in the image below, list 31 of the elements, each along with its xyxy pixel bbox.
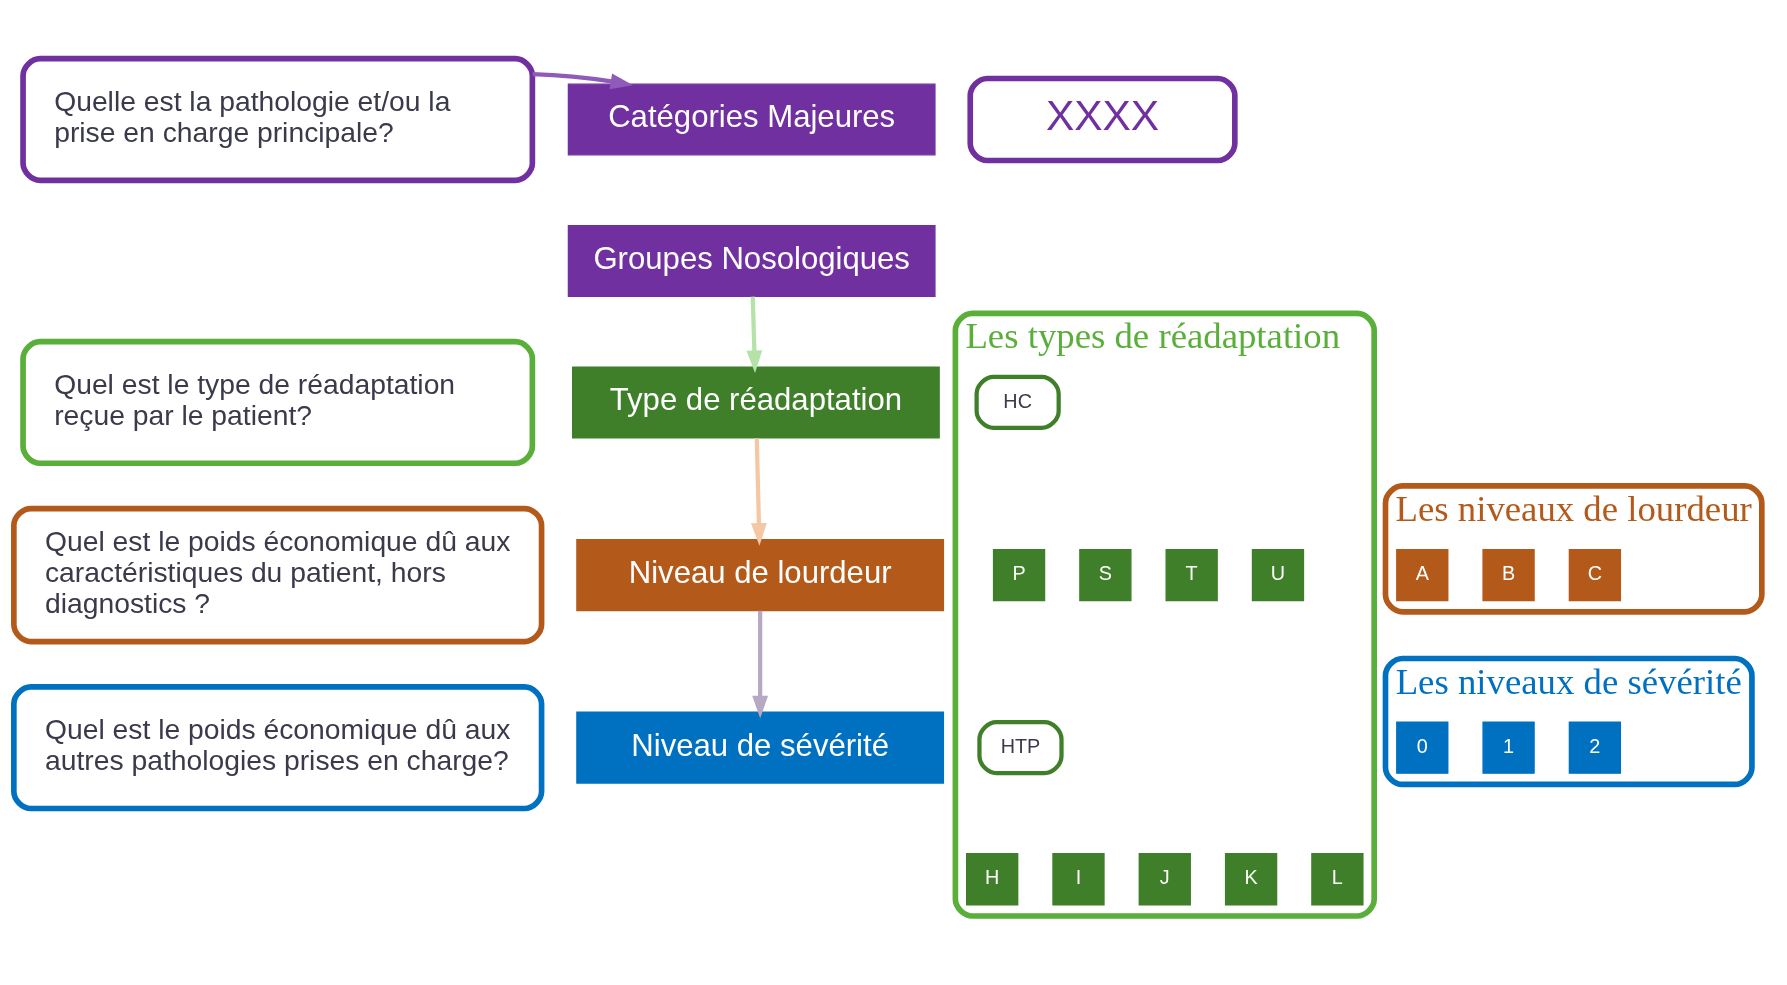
node-box: 1 — [1482, 721, 1535, 774]
node-box: Quel est le poids économique dû aux caractéristiques du patient, hors diagnostics ? — [11, 505, 545, 644]
arrow — [532, 71, 634, 89]
node-box: Quel est le type de réadaptation reçue par le patient? — [20, 338, 536, 466]
node-box: HC — [974, 374, 1061, 430]
node-box: XXXX — [967, 75, 1238, 163]
node-box: T — [1165, 548, 1218, 601]
node-box: P — [992, 548, 1046, 601]
arrow — [750, 437, 767, 546]
node-box: HTP — [977, 719, 1064, 775]
node-box: J — [1138, 852, 1191, 905]
node-box: I — [1052, 852, 1105, 905]
node-box: S — [1079, 548, 1132, 601]
node-box: C — [1568, 548, 1622, 601]
node-box: B — [1482, 548, 1535, 601]
node-box: Groupes Nosologiques — [567, 224, 936, 297]
arrow — [752, 610, 769, 718]
node-box: K — [1224, 852, 1278, 905]
node-box: 2 — [1568, 721, 1622, 774]
node-box: U — [1251, 548, 1305, 601]
node-box: Catégories Majeures — [567, 82, 936, 156]
node-box: H — [966, 852, 1019, 905]
node-box: Niveau de sévérité — [576, 711, 945, 784]
node-box: Quelle est la pathologie et/ou la prise en charge principale? — [20, 55, 536, 183]
node-box: Type de réadaptation — [572, 365, 940, 439]
node-box: 0 — [1396, 721, 1449, 774]
node-box: Quel est le poids économique dû aux autres pathologies prises en charge? — [11, 683, 545, 811]
node-box: L — [1311, 852, 1364, 905]
arrow — [746, 296, 763, 373]
node-box: A — [1396, 548, 1449, 601]
node-box: Niveau de lourdeur — [576, 538, 945, 611]
